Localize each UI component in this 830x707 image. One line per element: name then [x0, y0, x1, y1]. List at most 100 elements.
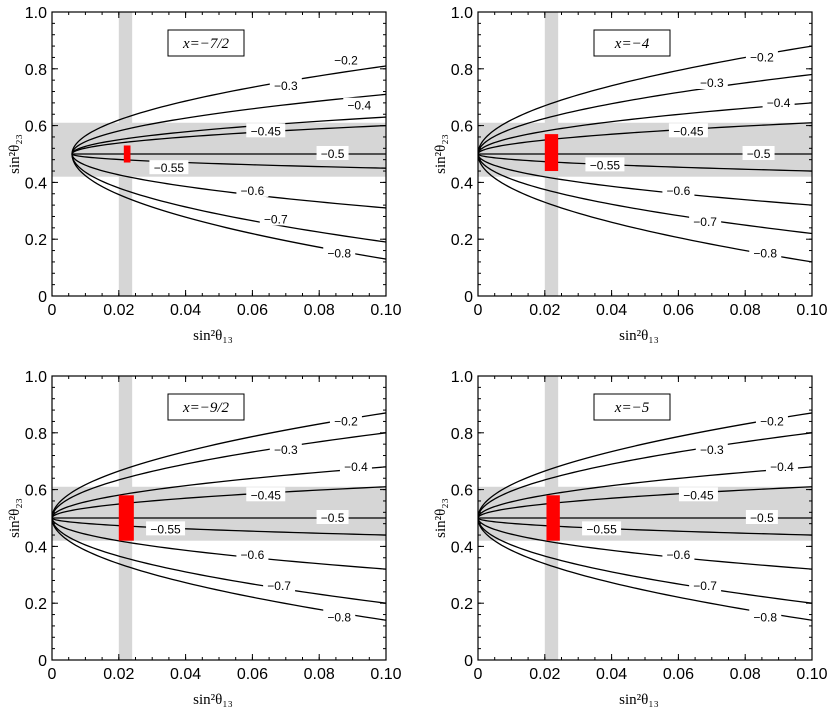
x-tick-label: 0.08	[730, 302, 761, 319]
x-tick-label: 0.02	[103, 666, 134, 683]
contour-label: −0.45	[673, 124, 704, 138]
contour-label-bg	[749, 609, 782, 624]
contour-label-bg	[269, 441, 302, 456]
contour-line	[478, 517, 812, 536]
y-tick-label: 1.0	[451, 369, 473, 386]
contour-label: −0.3	[700, 76, 724, 90]
contour-label: −0.2	[334, 53, 358, 67]
contour-label: −0.4	[767, 96, 791, 110]
x-tick-label: 0	[48, 302, 57, 319]
contour-label-bg	[678, 487, 718, 502]
contour-line	[71, 153, 386, 243]
allowed-region	[546, 495, 560, 541]
contour-label: −0.6	[241, 548, 265, 562]
y-axis-label: sin²θ₂₃	[433, 498, 449, 538]
y-tick-label: 0	[38, 653, 47, 670]
y-tick-label: 0.2	[25, 596, 47, 613]
x-tick-label: 0.04	[170, 302, 201, 319]
contour-label: −0.4	[770, 460, 794, 474]
contour-label-bg	[689, 214, 722, 229]
contour-label-bg	[323, 245, 356, 260]
annotation-text: x=−5	[614, 400, 650, 416]
contour-label: −0.7	[693, 215, 717, 229]
y-tick-label: 1.0	[25, 369, 47, 386]
contour-label-bg	[323, 609, 356, 624]
contour-label: −0.55	[150, 522, 181, 536]
contour-label: −0.6	[667, 548, 691, 562]
contour-line	[478, 517, 812, 570]
contour-label: −0.8	[327, 610, 351, 624]
x-tick-label: 0.04	[596, 302, 627, 319]
y-tick-label: 0.6	[25, 119, 47, 136]
x-tick-label: 0.04	[170, 666, 201, 683]
contour-label: −0.6	[241, 184, 265, 198]
contour-label-bg	[329, 413, 362, 428]
x-tick-label: 0.10	[370, 666, 401, 683]
x-tick-label: 0.04	[596, 666, 627, 683]
plot-area: −0.2−0.3−0.4−0.45−0.5−0.55−0.6−0.7−0.8	[478, 12, 812, 296]
contour-label: −0.2	[750, 50, 774, 64]
x-tick-label: 0.02	[529, 666, 560, 683]
contour-line	[71, 116, 386, 155]
contour-label: −0.2	[334, 414, 358, 428]
contour-label: −0.5	[321, 511, 345, 525]
contour-label-bg	[745, 510, 778, 524]
contour-line	[478, 122, 812, 155]
contour-label: −0.2	[760, 414, 784, 428]
contour-label-bg	[662, 182, 695, 197]
contour-line	[52, 466, 386, 519]
contour-label-bg	[146, 521, 186, 536]
allowed-region	[118, 495, 134, 541]
contour-line	[478, 102, 812, 155]
contour-label-bg	[259, 211, 292, 226]
contour-line	[478, 153, 812, 172]
annotation-box	[593, 393, 671, 421]
contour-label-bg	[762, 94, 795, 109]
contour-line	[52, 517, 386, 621]
x-tick-label: 0.06	[663, 666, 694, 683]
x-tick-label: 0.08	[730, 666, 761, 683]
contour-line	[478, 517, 812, 621]
y-tick-label: 0.4	[25, 175, 47, 192]
y-tick-label: 1.0	[25, 5, 47, 22]
y-tick-label: 0.8	[25, 62, 47, 79]
contour-label-bg	[236, 546, 269, 561]
annotation-text: x=−9/2	[182, 400, 230, 416]
contour-label-bg	[246, 487, 286, 502]
contour-label-bg	[585, 157, 625, 172]
contour-label-bg	[263, 578, 296, 593]
contour-label: −0.7	[693, 579, 717, 593]
x-tick-label: 0.10	[370, 302, 401, 319]
contour-label: −0.8	[753, 246, 777, 260]
contour-label-bg	[745, 49, 778, 64]
contour-label-bg	[316, 146, 349, 160]
x-tick-label: 0	[474, 666, 483, 683]
allowed-region	[123, 145, 131, 163]
contour-label: −0.8	[753, 610, 777, 624]
contour-label-bg	[149, 160, 189, 175]
annotation-box	[593, 29, 671, 57]
x-tick-label: 0.06	[663, 302, 694, 319]
contour-label-bg	[662, 546, 695, 561]
contour-label: −0.5	[750, 511, 774, 525]
y-axis-label: sin²θ₂₃	[7, 498, 23, 538]
y-tick-label: 0	[38, 289, 47, 306]
x-tick-label: 0.10	[796, 302, 827, 319]
y-axis-label: sin²θ₂₃	[433, 134, 449, 174]
contour-label: −0.6	[667, 184, 691, 198]
contour-label: −0.7	[264, 212, 288, 226]
y-tick-label: 0.4	[451, 539, 473, 556]
contour-label: −0.3	[274, 79, 298, 93]
contour-label: −0.45	[251, 124, 282, 138]
contour-label: −0.5	[747, 147, 771, 161]
contour-label: −0.5	[321, 147, 345, 161]
x-tick-label: 0	[474, 302, 483, 319]
y-tick-label: 0.6	[451, 483, 473, 500]
contour-label: −0.3	[274, 443, 298, 457]
x-tick-label: 0.10	[796, 666, 827, 683]
y-tick-label: 0.2	[451, 232, 473, 249]
contour-line	[71, 153, 386, 209]
contour-label-bg	[755, 413, 788, 428]
contour-label-bg	[343, 97, 376, 112]
